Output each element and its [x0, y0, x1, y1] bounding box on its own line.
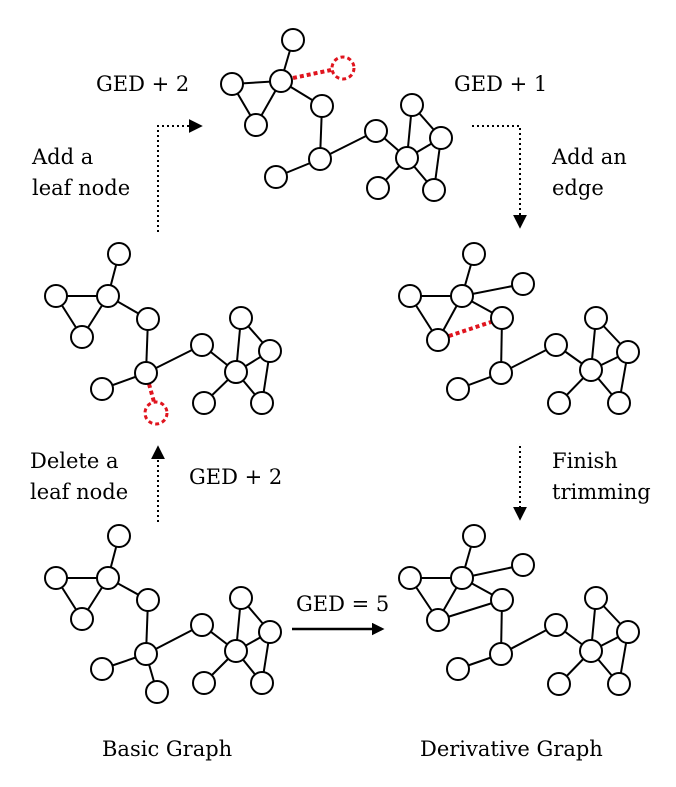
label-ged-plus-2-mid: GED + 2 — [189, 465, 282, 489]
arrow-add-edge — [472, 125, 527, 229]
label-ged-plus-1: GED + 1 — [454, 72, 547, 96]
label-finish-2: trimming — [552, 480, 651, 504]
label-add-leaf-2: leaf node — [32, 176, 130, 200]
graph-edge-added — [398, 242, 640, 415]
arrows — [151, 119, 527, 636]
added-edge — [448, 320, 492, 338]
label-ged-plus-2-top: GED + 2 — [96, 72, 189, 96]
label-add-edge-1: Add an — [551, 145, 627, 169]
added-leaf-edge — [292, 68, 332, 80]
basic-graph — [44, 524, 282, 704]
label-finish-1: Finish — [552, 449, 618, 473]
graph-leaf-added — [220, 28, 453, 202]
label-ged-eq-5: GED = 5 — [296, 592, 389, 616]
label-delete-leaf-2: leaf node — [30, 480, 128, 504]
label-delete-leaf-1: Delete a — [30, 449, 118, 473]
label-add-edge-2: edge — [552, 176, 604, 200]
deleted-leaf-edge — [147, 383, 156, 403]
graph-leaf-deleted — [44, 242, 282, 426]
arrow-add-leaf — [157, 119, 203, 232]
deleted-leaf-node — [143, 400, 169, 426]
added-leaf-node — [330, 55, 356, 81]
derivative-graph — [398, 524, 640, 696]
label-derivative-graph: Derivative Graph — [420, 737, 603, 761]
labels: GED + 2 GED + 1 Add a leaf node Add an e… — [30, 72, 651, 761]
label-basic-graph: Basic Graph — [102, 737, 232, 761]
label-add-leaf-1: Add a — [31, 145, 93, 169]
